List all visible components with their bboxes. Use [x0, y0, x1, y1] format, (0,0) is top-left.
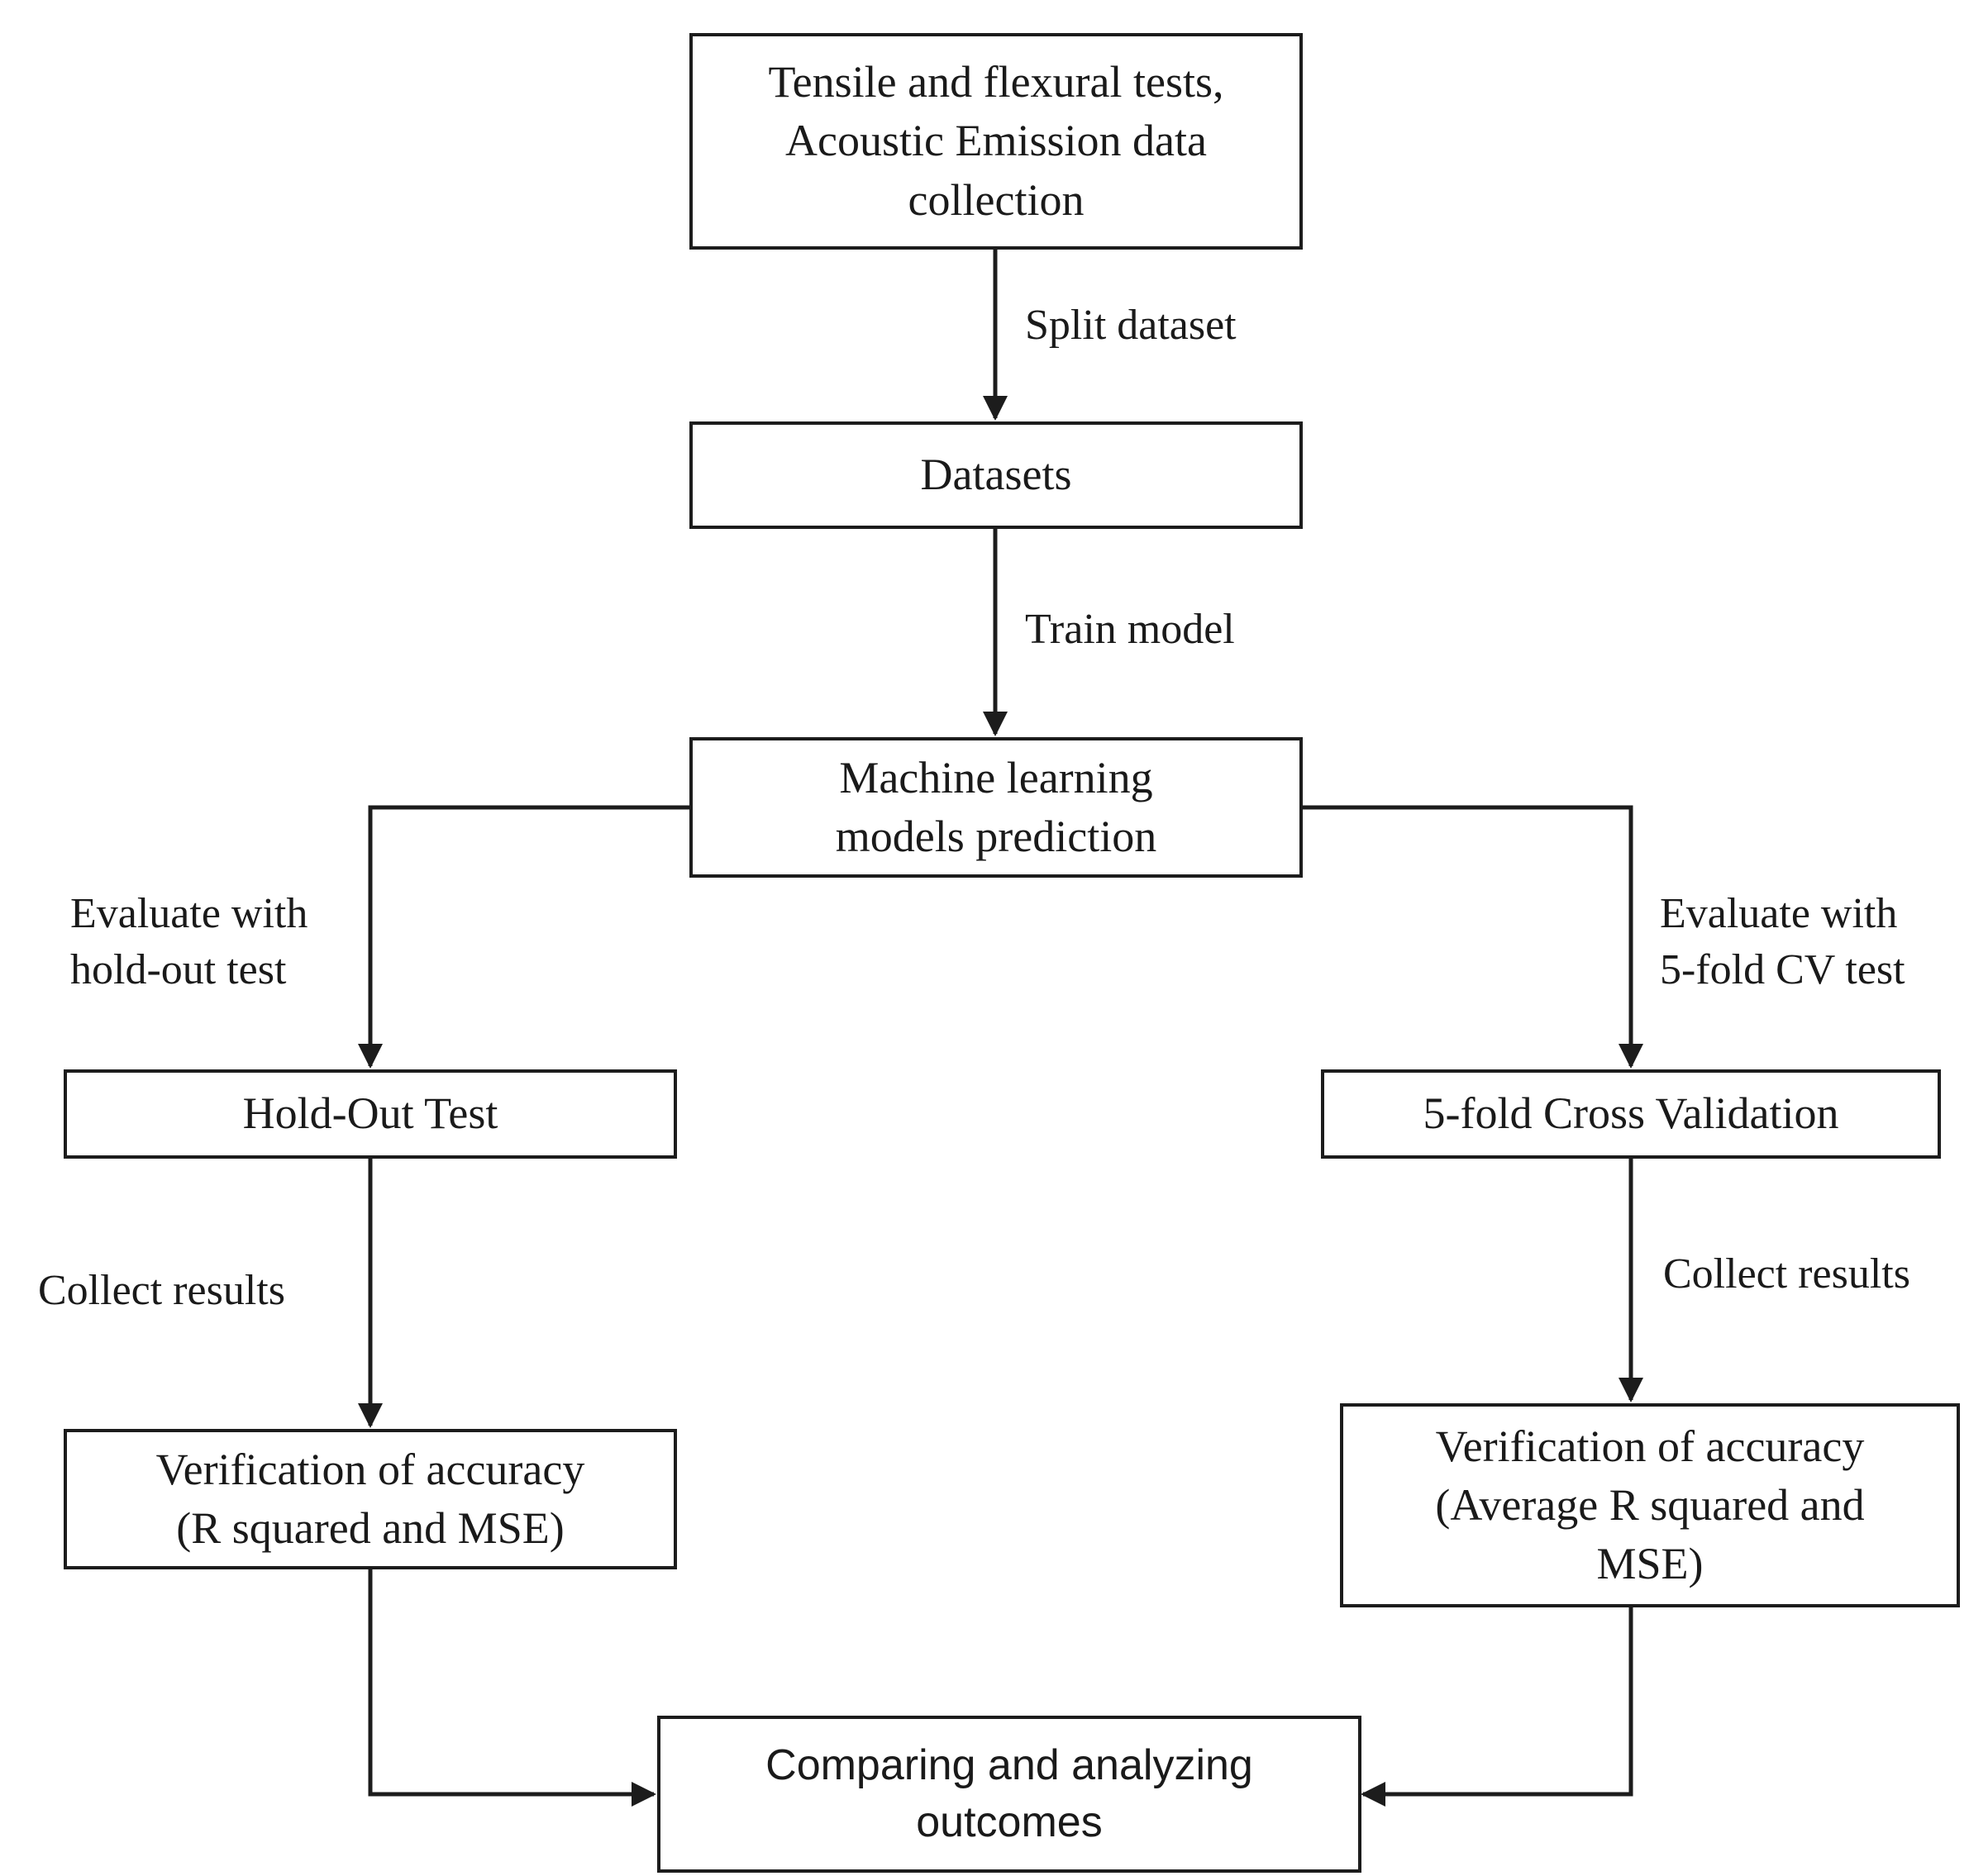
node-verification-left: Verification of accuracy (R squared and …: [64, 1429, 677, 1569]
edge-label-split-dataset: Split dataset: [1025, 298, 1237, 354]
arrow-evaluate-cv: [1302, 805, 1643, 1069]
node-datasets: Datasets: [689, 421, 1303, 529]
edge-label-train-model: Train model: [1025, 602, 1235, 658]
node-cross-validation: 5-fold Cross Validation: [1321, 1069, 1941, 1159]
edge-label-collect-results-right: Collect results: [1663, 1246, 1910, 1302]
node-holdout-test: Hold-Out Test: [64, 1069, 677, 1159]
node-data-collection: Tensile and flexural tests, Acoustic Emi…: [689, 33, 1303, 250]
node-ml-models: Machine learning models prediction: [689, 737, 1303, 878]
node-compare-outcomes: Comparing and analyzing outcomes: [657, 1716, 1361, 1873]
edge-label-evaluate-cv: Evaluate with 5-fold CV test: [1660, 886, 1905, 998]
arrow-verification-left-to-compare: [368, 1569, 656, 1807]
arrow-evaluate-holdout: [358, 805, 689, 1069]
arrow-verification-right-to-compare: [1361, 1607, 1633, 1807]
edge-label-evaluate-holdout: Evaluate with hold-out test: [70, 886, 308, 998]
edge-label-collect-results-left: Collect results: [38, 1263, 285, 1319]
node-verification-right: Verification of accuracy (Average R squa…: [1340, 1403, 1960, 1607]
